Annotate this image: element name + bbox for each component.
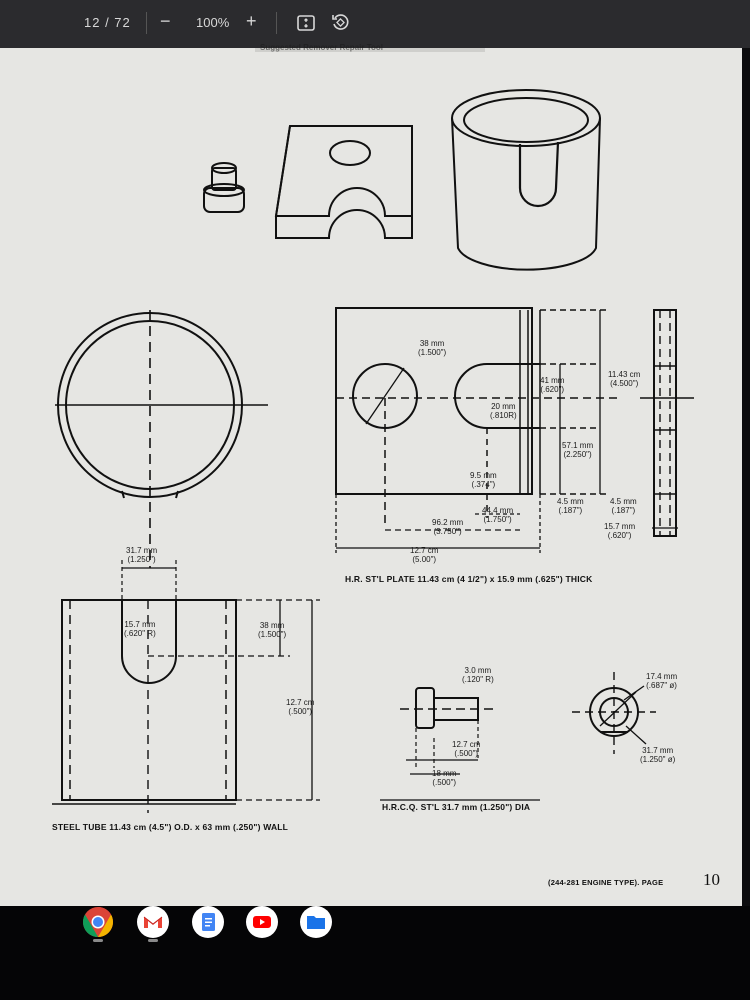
page-indicator[interactable]: 12 / 72: [84, 15, 131, 30]
pin-head-label: 18 mm(.500"): [432, 769, 457, 787]
app-running-indicator: [148, 939, 158, 942]
pin-length-label: 12.7 cm(.500"): [452, 740, 481, 758]
plate-slot-radius-label: 20 mm(.810R): [490, 402, 517, 420]
technical-drawing: [52, 48, 694, 813]
document-page: Suggested Remover Repair Tool 38 mm(1.50…: [0, 43, 742, 906]
fit-to-page-icon[interactable]: [296, 13, 316, 36]
pin-dia-large-label: 31.7 mm(1.250" ø): [640, 746, 676, 764]
tube-top-view: [55, 310, 268, 568]
pin-3d-drawing: [203, 162, 245, 213]
plate-step-a-label: 4.5 mm(.187"): [557, 497, 584, 515]
pin-caption: H.R.C.Q. ST'L 31.7 mm (1.250") DIA: [382, 802, 531, 812]
plate-slot-center-label: 57.1 mm(2.250"): [562, 441, 594, 459]
os-shelf: [0, 906, 750, 1000]
plate-side-view: [640, 309, 694, 537]
zoom-out-button[interactable]: −: [160, 11, 171, 31]
plate-caption: H.R. ST'L PLATE 11.43 cm (4 1/2") x 15.9…: [345, 574, 593, 584]
plate-thickness-label: 15.7 mm(.620"): [604, 522, 636, 540]
zoom-in-button[interactable]: +: [246, 11, 257, 31]
page-number: 10: [703, 870, 720, 889]
pin-dia-small-label: 17.4 mm(.687" ø): [646, 672, 678, 690]
plate-slot-depth-label: 41 mm(.620"): [540, 376, 565, 394]
tube-slot-depth-label: 38 mm(1.500"): [258, 621, 287, 639]
plate-height-label: 11.43 cm(4.500"): [608, 370, 641, 388]
tube-height-label: 12.7 cm(.500"): [286, 698, 315, 716]
plate-width-label: 12.7 cm(5.00"): [410, 546, 439, 564]
plate-3d-drawing: [274, 125, 413, 239]
zoom-level[interactable]: 100%: [196, 15, 230, 30]
youtube-icon[interactable]: [246, 906, 278, 938]
tube-slot-width-label: 31.7 mm(1.250"): [126, 546, 158, 564]
tube-front-view: [52, 560, 320, 813]
docs-icon[interactable]: [192, 906, 224, 938]
plate-hole-x-label: 96.2 mm(3.750"): [432, 518, 464, 536]
plate-hole-dia-label: 38 mm(1.500"): [418, 339, 447, 357]
tube-3d-drawing: [451, 89, 601, 271]
page-footer: (244-281 ENGINE TYPE). PAGE: [548, 878, 664, 887]
tube-slot-radius-label: 15.7 mm(.620" R): [124, 620, 156, 638]
app-running-indicator: [93, 939, 103, 942]
plate-edge-offset-label: 9.5 mm(.374"): [470, 471, 497, 489]
files-icon[interactable]: [300, 906, 332, 938]
cutoff-heading: Suggested Remover Repair Tool: [260, 43, 383, 52]
pin-side-view: [380, 687, 540, 801]
plate-step-b-label: 4.5 mm(.187"): [610, 497, 637, 515]
toolbar-divider: [276, 12, 277, 34]
tube-caption: STEEL TUBE 11.43 cm (4.5") O.D. x 63 mm …: [52, 822, 289, 832]
pin-radius-label: 3.0 mm(.120" R): [462, 666, 494, 684]
chrome-icon[interactable]: [82, 906, 114, 938]
toolbar-divider: [146, 12, 147, 34]
plate-front-view: [335, 307, 620, 553]
pin-end-view: [572, 672, 656, 754]
rotate-icon[interactable]: [330, 12, 350, 35]
plate-slot-x-label: 44.4 mm(1.750"): [482, 506, 514, 524]
gmail-icon[interactable]: [137, 906, 169, 938]
pdf-viewer-toolbar: 12 / 72 − 100% +: [0, 0, 750, 48]
